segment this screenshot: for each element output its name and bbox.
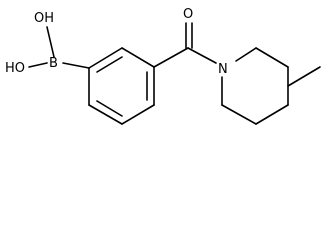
ring-inner-bond-1 [96, 56, 123, 73]
bond-carbonyl-n [187, 47, 217, 64]
ring-bond-5 [88, 104, 123, 125]
ring-bond-2 [121, 47, 155, 68]
bond-b-oh-top [46, 26, 55, 58]
bond-b-ring [62, 62, 90, 69]
bond-methyl [287, 66, 321, 87]
ring-bond-4 [121, 104, 155, 125]
ring-bond-1 [88, 47, 123, 69]
piperidine-bond-5 [221, 104, 257, 125]
atom-label-nitrogen: N [218, 62, 228, 77]
bond-ring-carbonyl [153, 47, 189, 68]
atom-label-oxygen: O [183, 7, 193, 22]
piperidine-bond-1 [235, 47, 257, 62]
structure-canvas: OH HO B O N [5, 7, 321, 125]
ring-inner-bond-3 [96, 100, 123, 117]
atom-label-boron: B [49, 56, 58, 71]
atom-label-oh-left: HO [5, 61, 25, 76]
chemical-structure: OH HO B O N [5, 7, 321, 125]
bond-b-oh-left [28, 62, 48, 68]
atom-label-oh-top: OH [34, 11, 54, 26]
piperidine-bond-4 [255, 104, 289, 125]
piperidine-bond-2 [255, 47, 289, 68]
